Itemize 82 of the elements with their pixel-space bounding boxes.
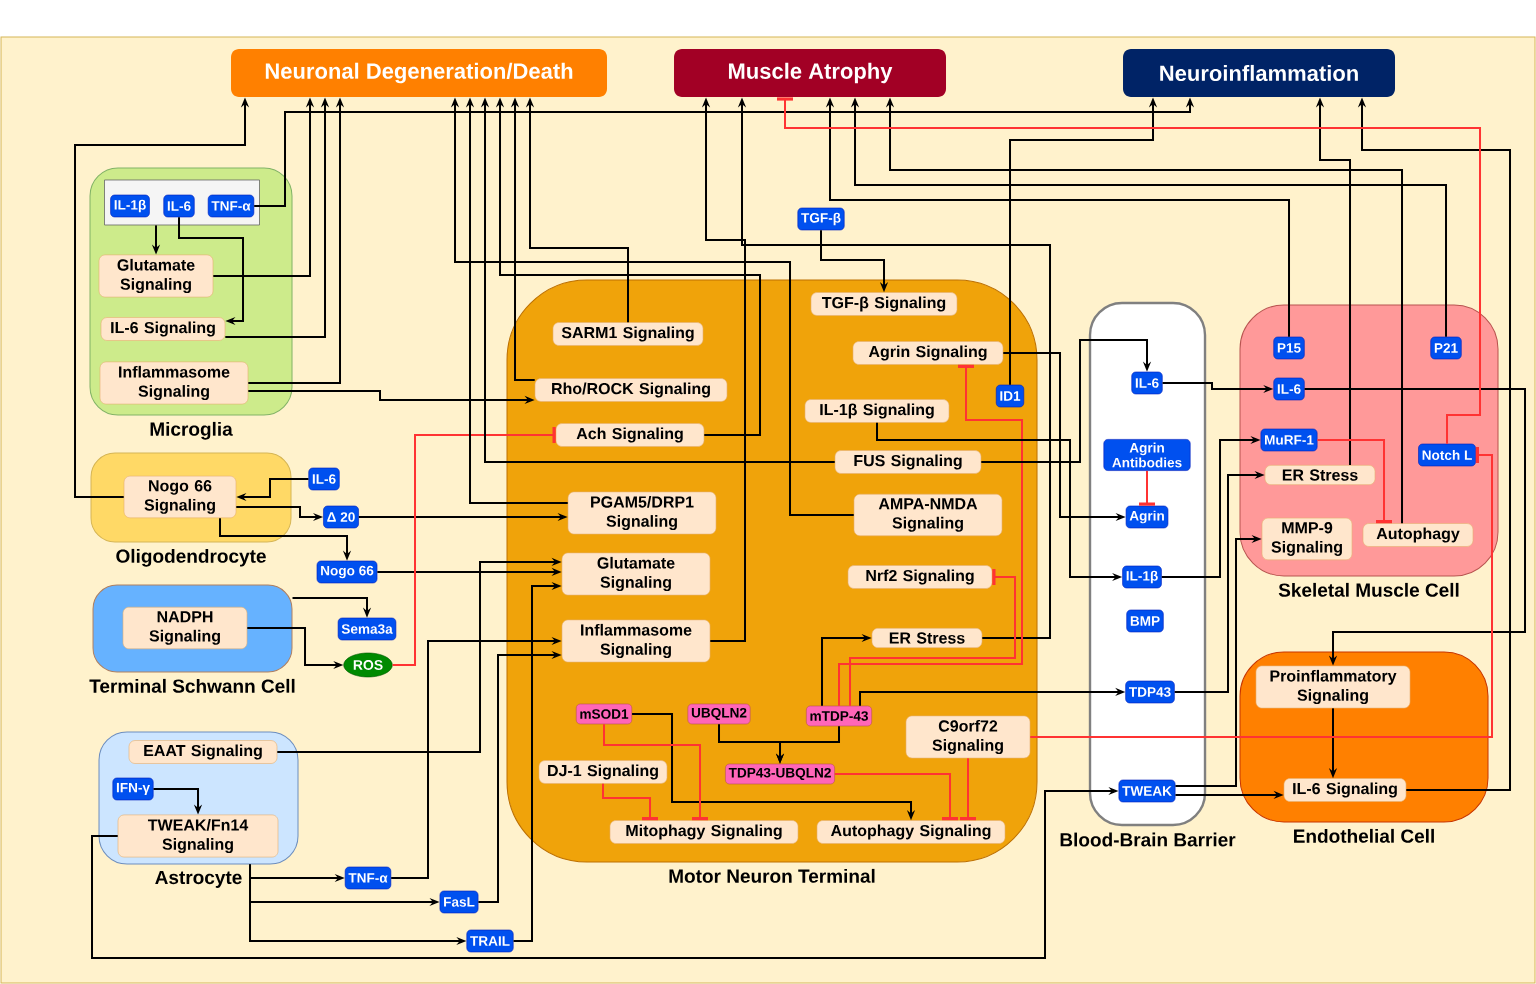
process-box: Autophagy	[1362, 523, 1474, 547]
inhibition-line	[602, 782, 658, 821]
process-box: ER Stress	[871, 628, 983, 648]
inhibition-line	[849, 569, 1016, 707]
process-box: DJ-1 Signaling	[538, 760, 668, 784]
node-label: Terminal Schwann Cell	[89, 678, 295, 693]
inhibition-line	[603, 723, 708, 821]
node-label: Blood-Brain Barrier	[1060, 832, 1236, 847]
molecule-tag: TNF-α	[344, 866, 392, 890]
inhibition-line	[960, 757, 976, 821]
molecule-tag: TNF-α	[207, 194, 255, 218]
process-box: IL-1β Signaling	[804, 399, 950, 423]
molecule-tag: TRAIL	[466, 929, 514, 953]
process-box: Inflammasome Signaling	[99, 361, 249, 405]
node-label: Skeletal Muscle Cell	[1278, 582, 1459, 597]
molecule-tag: P21	[1430, 336, 1462, 360]
process-box: SARM1 Signaling	[552, 322, 704, 346]
process-box: Autophagy Signaling	[816, 820, 1006, 844]
process-box: Mitophagy Signaling	[609, 820, 799, 844]
molecule-tag: P15	[1273, 336, 1305, 360]
process-box: IL-6 Signaling	[100, 317, 226, 341]
inhibition-line	[833, 773, 958, 821]
molecule-tag: Notch L	[1418, 443, 1476, 467]
molecule-tag: Δ 20	[323, 505, 359, 529]
process-box: Proinflammatory Signaling	[1255, 665, 1411, 709]
process-box: Agrin Signaling	[852, 341, 1004, 365]
molecule-tag: Agrin Antibodies	[1103, 439, 1191, 471]
inhibition-line	[1139, 469, 1155, 506]
process-box: PGAM5/DRP1 Signaling	[567, 491, 717, 535]
process-box: Inflammasome Signaling	[561, 619, 711, 663]
process-box: Nogo 66 Signaling	[123, 475, 237, 519]
process-box: Glutamate Signaling	[98, 254, 214, 298]
molecule-tag: IL-6	[308, 467, 340, 491]
arrow	[178, 216, 244, 326]
process-box: AMPA-NMDA Signaling	[853, 493, 1003, 537]
process-box: EAAT Signaling	[128, 740, 278, 764]
node-label: Endothelial Cell	[1294, 828, 1434, 843]
molecule-tag: BMP	[1126, 609, 1164, 633]
process-box: IL-6 Signaling	[1283, 778, 1407, 802]
node-label: Oligodendrocyte	[116, 548, 266, 567]
node-label: Astrocyte	[155, 870, 242, 888]
inhibition-line	[777, 97, 1481, 445]
outcome-box: Muscle Atrophy	[674, 49, 946, 97]
process-box: ER Stress	[1264, 465, 1376, 485]
inhibition-line	[838, 364, 1023, 707]
protein-tag: mSOD1	[575, 703, 633, 725]
process-box: Ach Signaling	[555, 423, 705, 447]
protein-tag: mTDP-43	[806, 705, 872, 727]
process-box: FUS Signaling	[834, 450, 982, 474]
molecule-tag: IL-6	[1131, 371, 1163, 395]
protein-tag: UBQLN2	[687, 703, 751, 725]
process-box: Nrf2 Signaling	[847, 565, 993, 589]
node-label: Microglia	[150, 421, 233, 440]
inhibition-line	[391, 427, 556, 666]
molecule-tag: TGF-β	[797, 207, 845, 231]
process-box: TWEAK/Fn14 Signaling	[117, 814, 279, 858]
molecule-tag: Agrin	[1125, 505, 1169, 529]
process-box: Glutamate Signaling	[561, 552, 711, 596]
molecule-tag: IL-6	[1273, 377, 1305, 401]
molecule-tag: Sema3a	[337, 617, 397, 641]
molecule-tag: ID1	[995, 384, 1025, 408]
inhibition-line	[1316, 439, 1392, 524]
node-label: Motor Neuron Terminal	[669, 868, 875, 883]
molecule-tag: IL-6	[163, 194, 195, 218]
arrow	[980, 339, 1152, 463]
process-box: Rho/ROCK Signaling	[534, 378, 728, 402]
molecule-tag: MuRF-1	[1260, 428, 1318, 452]
process-box: MMP-9 Signaling	[1261, 517, 1353, 561]
process-box: TGF-β Signaling	[810, 292, 958, 316]
molecule-tag: IL-1β	[1122, 565, 1162, 589]
inhibition-line	[1029, 447, 1493, 738]
protein-tag: TDP43-UBQLN2	[725, 763, 835, 785]
molecule-tag: IL-1β	[110, 194, 150, 218]
process-box: NADPH Signaling	[122, 606, 248, 650]
molecule-tag: TDP43	[1125, 680, 1175, 704]
process-box: C9orf72 Signaling	[905, 715, 1031, 759]
molecule-tag: IFN-γ	[112, 777, 154, 801]
outcome-box: Neuroinflammation	[1123, 49, 1395, 97]
molecule-tag: Nogo 66	[316, 560, 378, 584]
molecule-tag: FasL	[439, 890, 479, 914]
outcome-box: Neuronal Degeneration/Death	[231, 49, 607, 97]
molecule-tag: TWEAK	[1118, 779, 1176, 803]
